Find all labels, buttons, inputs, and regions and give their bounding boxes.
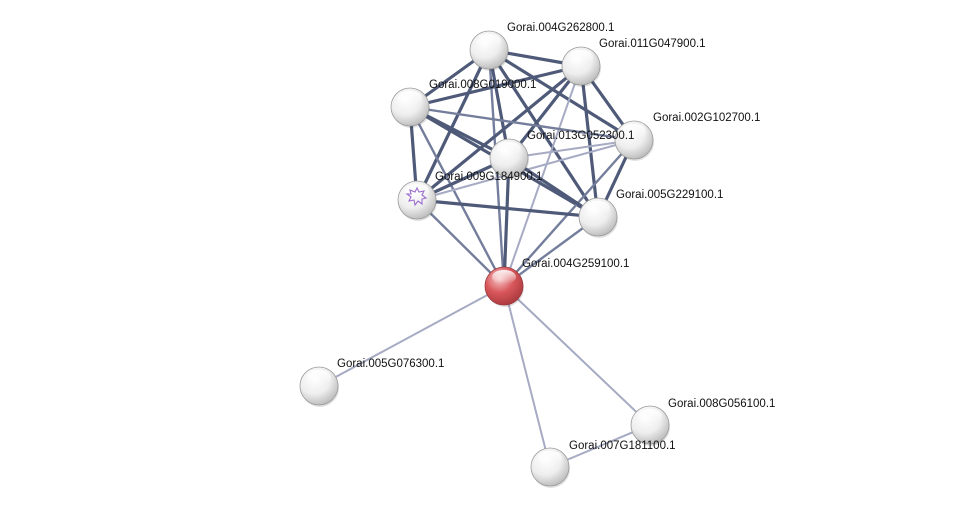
protein-node[interactable] [578, 197, 618, 238]
node-label: Gorai.004G259100.1 [522, 258, 629, 270]
edge-n1-n4 [487, 48, 636, 142]
node-highlight [638, 409, 662, 423]
edge-n8-n11 [503, 285, 551, 468]
node-label: Gorai.007G181100.1 [569, 440, 676, 452]
labels-layer: Gorai.004G262800.1Gorai.011G047900.1Gora… [337, 22, 775, 452]
node-highlight [307, 370, 331, 384]
protein-node[interactable] [614, 120, 654, 161]
edge-n2-n7 [579, 64, 600, 219]
protein-node[interactable] [390, 87, 430, 128]
edge-n2-n8 [503, 65, 582, 287]
edge-n8-n10 [503, 285, 651, 426]
protein-node[interactable] [469, 30, 509, 71]
node-label: Gorai.009G184900.1 [435, 171, 542, 183]
node-label: Gorai.008G056100.1 [668, 398, 775, 410]
protein-node[interactable] [397, 180, 437, 221]
edge-n2-n3 [408, 64, 583, 109]
node-highlight [398, 91, 422, 105]
node-label: Gorai.005G076300.1 [337, 358, 444, 370]
node-highlight [569, 50, 593, 64]
node-label: Gorai.013G052300.1 [527, 130, 634, 142]
node-highlight [405, 184, 429, 198]
node-highlight [477, 34, 501, 48]
edge-n1-n6 [415, 48, 491, 202]
node-highlight [622, 124, 646, 138]
protein-node[interactable] [489, 138, 529, 179]
edge-n3-n8 [408, 105, 506, 288]
protein-node[interactable] [299, 366, 339, 407]
edge-n8-n9 [318, 285, 505, 387]
node-label: Gorai.002G102700.1 [653, 112, 760, 124]
node-label: Gorai.005G229100.1 [616, 189, 723, 201]
node-highlight [497, 142, 521, 156]
protein-node[interactable] [561, 46, 601, 87]
edge-n6-n8 [415, 198, 506, 288]
edge-n1-n7 [487, 48, 600, 219]
node-label: Gorai.008G019000.1 [429, 79, 536, 91]
node-highlight [538, 451, 562, 465]
nodes-layer [299, 30, 670, 488]
protein-node[interactable] [530, 447, 570, 488]
protein-node[interactable] [630, 405, 670, 446]
edge-n2-n5 [507, 64, 583, 160]
query-protein-node[interactable] [484, 266, 524, 307]
edge-n5-n8 [502, 156, 511, 288]
edge-n7-n8 [502, 215, 600, 288]
edge-n4-n5 [508, 139, 635, 159]
edge-n2-n6 [415, 64, 583, 202]
node-highlight [492, 270, 516, 284]
node-highlight [586, 201, 610, 215]
node-label: Gorai.011G047900.1 [599, 38, 706, 50]
edge-n6-n7 [415, 198, 600, 219]
protein-structure-icon [405, 186, 428, 207]
edge-n3-n4 [408, 105, 636, 142]
node-label: Gorai.004G262800.1 [507, 22, 614, 34]
